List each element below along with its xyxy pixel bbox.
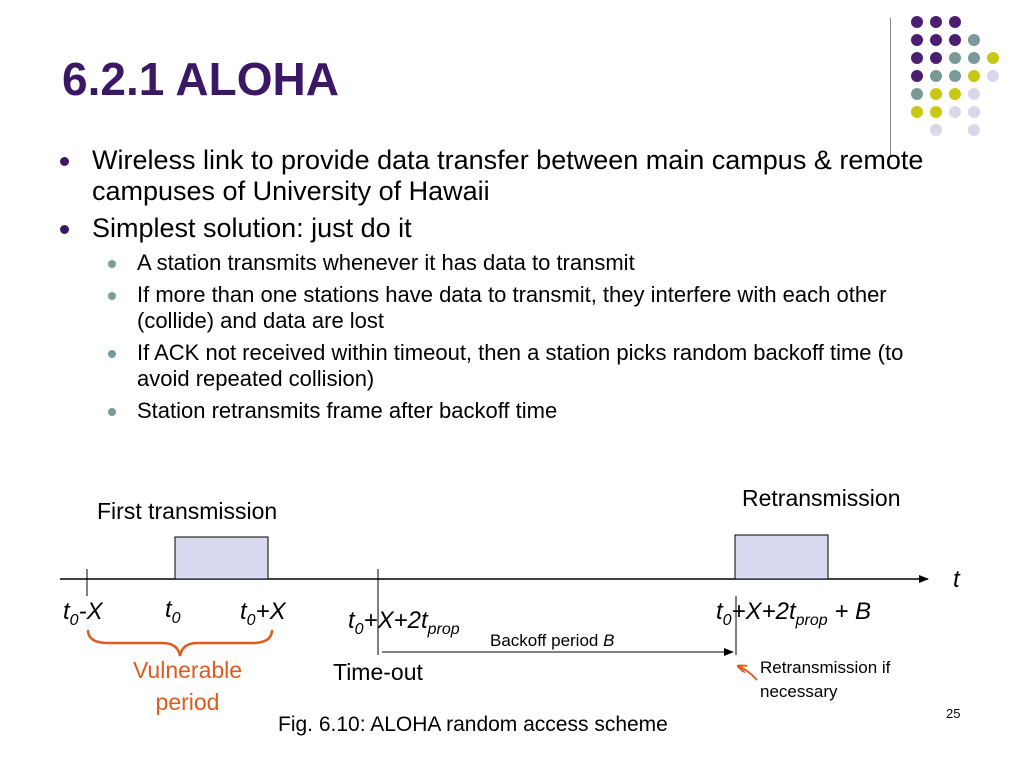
bullet-item: Simplest solution: just do it (60, 213, 940, 244)
retransmission-label: Retransmission (742, 485, 901, 511)
decorative-dot (987, 52, 999, 64)
page-title: 6.2.1 ALOHA (62, 53, 339, 105)
time-axis-label: t (953, 566, 960, 593)
label-t0: t0 (165, 596, 181, 627)
decorative-dot (949, 88, 961, 100)
decorative-dot (968, 52, 980, 64)
decorative-dot (968, 70, 980, 82)
decorative-dot (911, 106, 923, 118)
decorative-dot (968, 124, 980, 136)
label-t0-minus-x: t0-X (63, 598, 103, 629)
decorative-dot (911, 88, 923, 100)
decorative-dot (911, 16, 923, 28)
sub-bullet-text: If more than one stations have data to t… (137, 282, 887, 333)
backoff-period-label: Backoff period B (490, 631, 615, 650)
sub-bullet-dot-icon (108, 350, 116, 358)
decorative-dot (930, 124, 942, 136)
decorative-dot (930, 16, 942, 28)
sub-bullet-item: If ACK not received within timeout, then… (60, 340, 940, 392)
vulnerable-period-label: Vulnerable period (132, 657, 243, 715)
bullet-dot-icon (60, 225, 69, 234)
sub-bullet-text: Station retransmits frame after backoff … (137, 398, 558, 423)
decorative-dot (930, 70, 942, 82)
retransmission-if-necessary-label: Retransmission if necessary (760, 658, 891, 701)
bullet-list: Wireless link to provide data transfer b… (60, 145, 940, 430)
decorative-dot (968, 88, 980, 100)
decorative-dot (930, 88, 942, 100)
label-timeout-time: t0+X+2tprop (348, 607, 460, 638)
decorative-dot (911, 34, 923, 46)
timeout-label: Time-out (333, 659, 423, 685)
label-retransmission-time: t0+X+2tprop + B (716, 598, 872, 629)
decorative-dot (949, 16, 961, 28)
first-frame-box (174, 536, 269, 580)
sub-bullet-dot-icon (108, 292, 116, 300)
bullet-text: Simplest solution: just do it (92, 213, 412, 243)
decorative-dot (949, 106, 961, 118)
label-t0-plus-x: t0+X (240, 598, 286, 629)
decorative-dot (987, 70, 999, 82)
decorative-dot (930, 34, 942, 46)
decorative-dot (930, 52, 942, 64)
decorative-dot (968, 34, 980, 46)
decorative-dot (949, 52, 961, 64)
decorative-dot (968, 106, 980, 118)
sub-bullet-dot-icon (108, 408, 116, 416)
decorative-dot (911, 70, 923, 82)
sub-bullet-text: If ACK not received within timeout, then… (137, 340, 904, 391)
vulnerable-brace (86, 629, 274, 657)
decorative-dot (911, 52, 923, 64)
page-number: 25 (946, 706, 961, 721)
sub-bullet-item: Station retransmits frame after backoff … (60, 398, 940, 424)
decorative-dot-grid (911, 16, 999, 136)
sub-bullet-text: A station transmits whenever it has data… (137, 250, 635, 275)
sub-bullet-item: A station transmits whenever it has data… (60, 250, 940, 276)
bullet-text: Wireless link to provide data transfer b… (92, 145, 924, 206)
sub-bullet-dot-icon (108, 260, 116, 268)
first-transmission-label: First transmission (97, 498, 278, 524)
figure-caption: Fig. 6.10: ALOHA random access scheme (278, 713, 668, 736)
decorative-dot (930, 106, 942, 118)
sub-bullet-item: If more than one stations have data to t… (60, 282, 940, 334)
decorative-divider (890, 18, 891, 156)
decorative-dot (949, 34, 961, 46)
bullet-item: Wireless link to provide data transfer b… (60, 145, 940, 207)
retransmission-pointer-arrow (738, 666, 758, 681)
bullet-dot-icon (60, 157, 69, 166)
retransmission-frame-box (734, 534, 829, 580)
decorative-dot (949, 70, 961, 82)
